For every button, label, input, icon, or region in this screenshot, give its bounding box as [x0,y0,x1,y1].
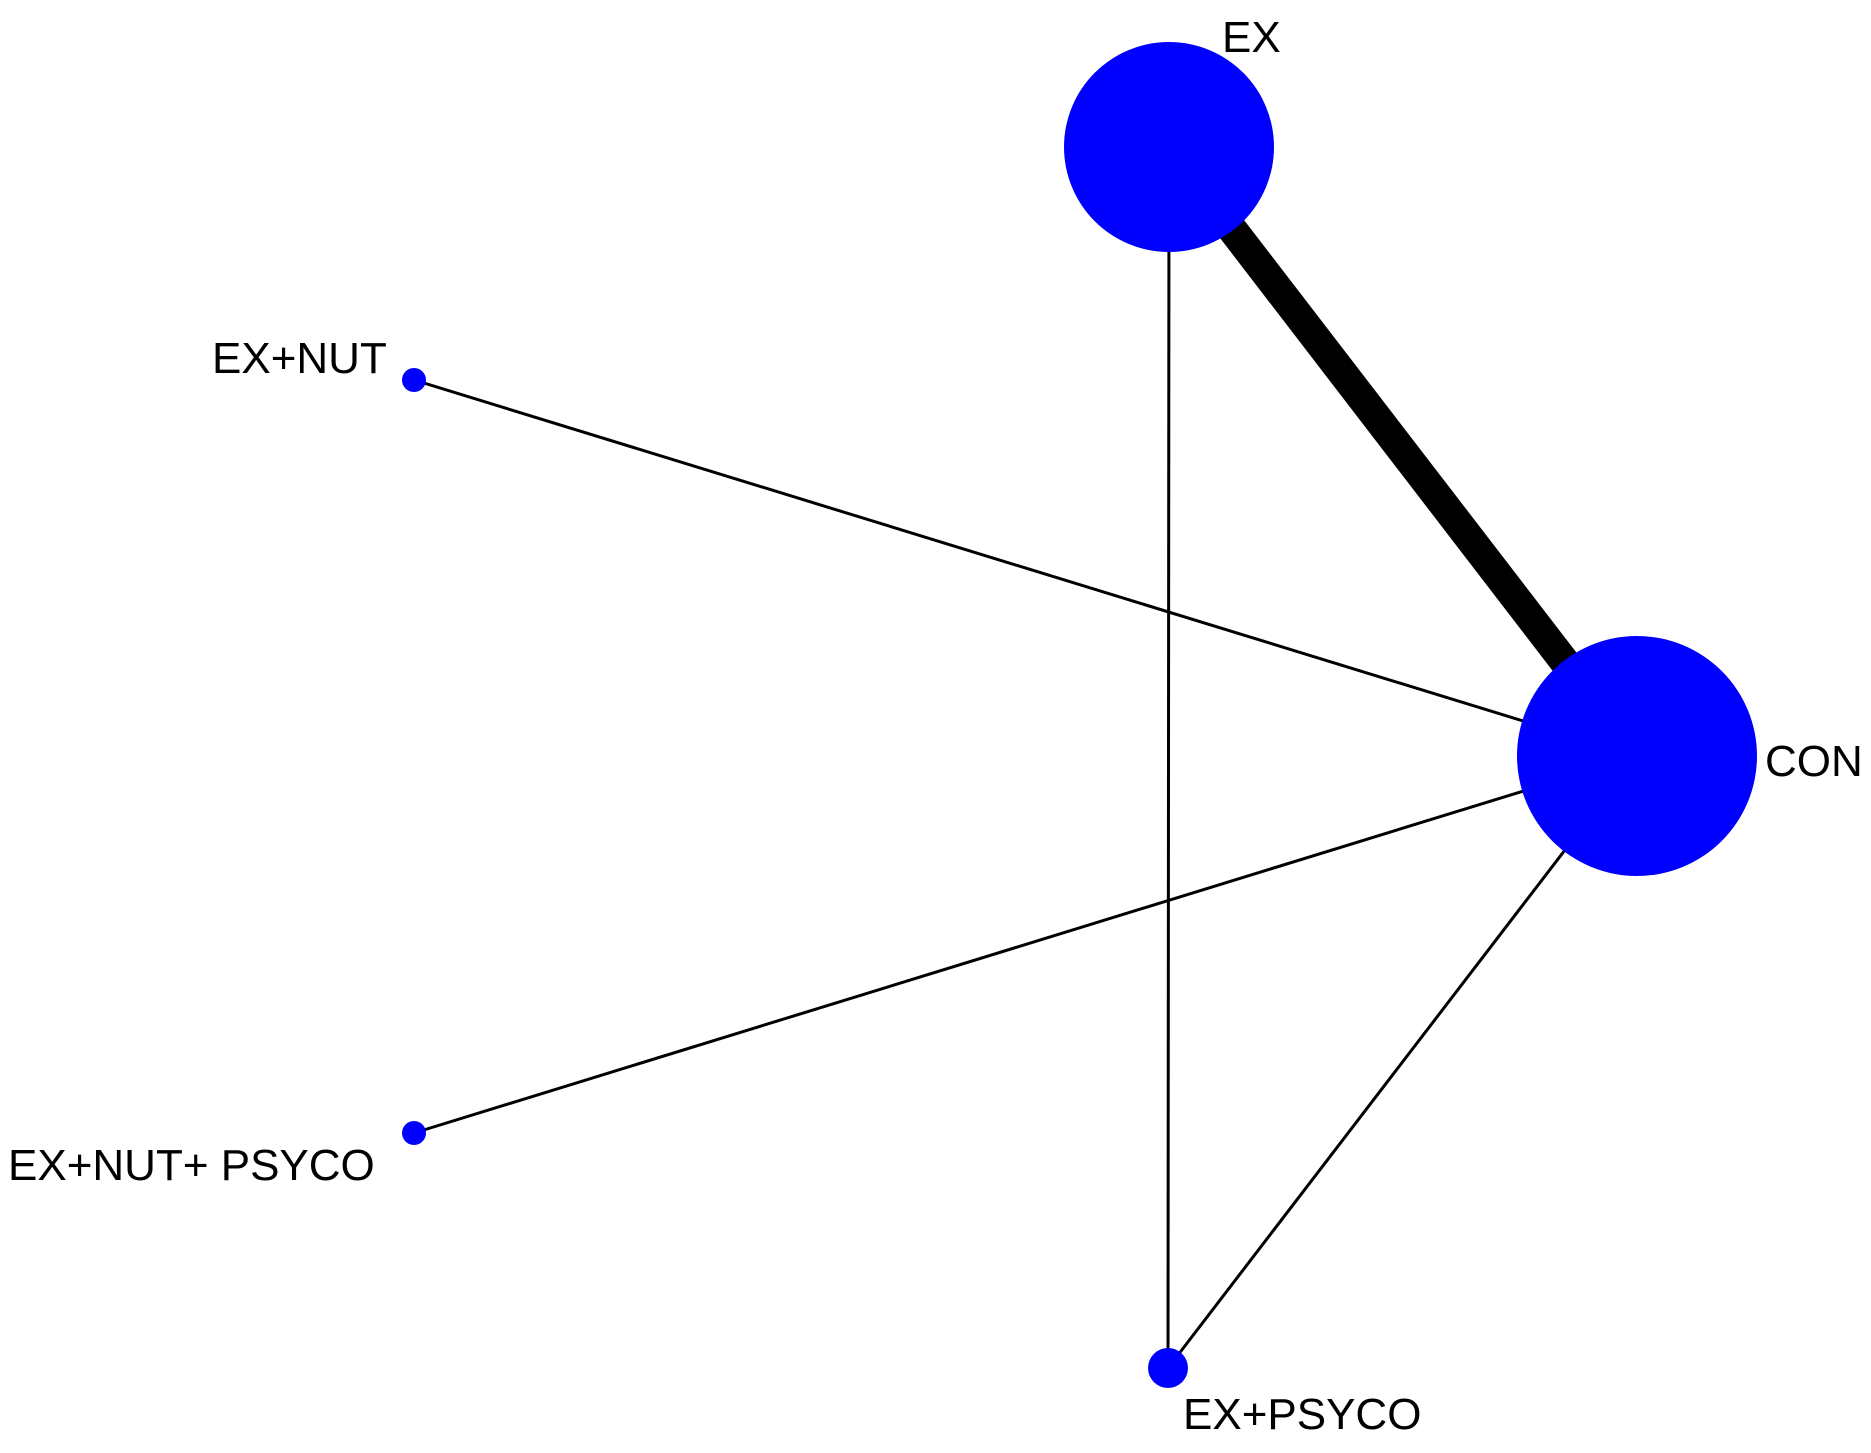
edge-ex-nut-psyco-con [413,754,1638,1135]
label-ex-nut-psyco: EX+NUT+ PSYCO [8,1141,375,1190]
label-ex: EX [1222,13,1281,62]
node-ex-nut [402,368,426,392]
node-ex [1064,42,1274,252]
labels: EX CON EX+NUT EX+NUT+ PSYCO EX+PSYCO [8,13,1863,1439]
edges [413,137,1649,1369]
node-con [1517,636,1757,876]
edge-ex-nut-con [413,378,1638,758]
node-ex-nut-psyco [402,1121,426,1145]
nodes [402,42,1757,1388]
label-con: CON [1765,737,1863,786]
label-ex-psyco: EX+PSYCO [1183,1390,1421,1439]
edge-ex-psyco-con [1166,755,1639,1369]
edge-ex-con [1157,137,1649,766]
label-ex-nut: EX+NUT [212,334,387,383]
node-ex-psyco [1148,1348,1188,1388]
edge-ex-ex-psyco [1166,146,1171,1369]
